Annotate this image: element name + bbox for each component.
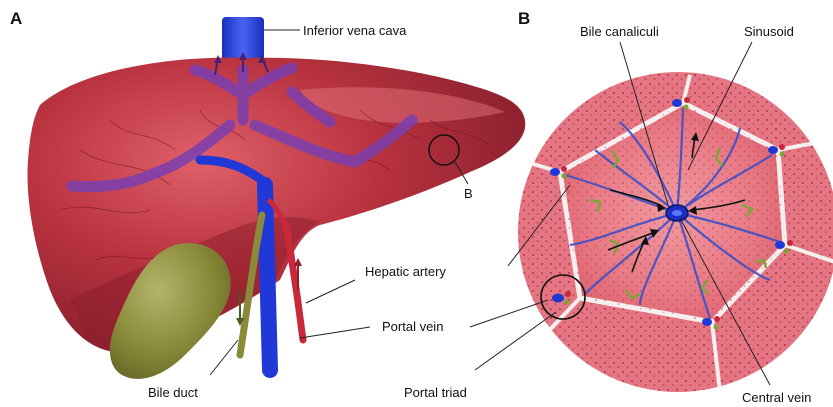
panel-a bbox=[27, 17, 525, 379]
leader-portal-vein-b bbox=[470, 300, 548, 327]
label-portal-vein: Portal vein bbox=[382, 319, 443, 334]
panel-b bbox=[518, 72, 833, 392]
leader-hepatic-artery-a bbox=[306, 280, 355, 303]
label-hepatic-artery: Hepatic artery bbox=[365, 264, 446, 279]
leader-bile-duct bbox=[210, 340, 238, 375]
leader-portal-vein-a bbox=[300, 327, 370, 338]
label-sinusoid: Sinusoid bbox=[744, 24, 794, 39]
label-bile-canaliculi: Bile canaliculi bbox=[580, 24, 659, 39]
label-inferior-vena-cava: Inferior vena cava bbox=[303, 23, 407, 38]
label-portal-triad: Portal triad bbox=[404, 385, 467, 400]
label-central-vein: Central vein bbox=[742, 390, 811, 405]
central-vein-lumen bbox=[672, 210, 682, 216]
label-bile-duct: Bile duct bbox=[148, 385, 198, 400]
label-b-marker: B bbox=[464, 186, 473, 201]
portal-vein-vessel bbox=[265, 185, 270, 370]
panel-label-a: A bbox=[10, 9, 22, 28]
panel-label-b: B bbox=[518, 9, 530, 28]
